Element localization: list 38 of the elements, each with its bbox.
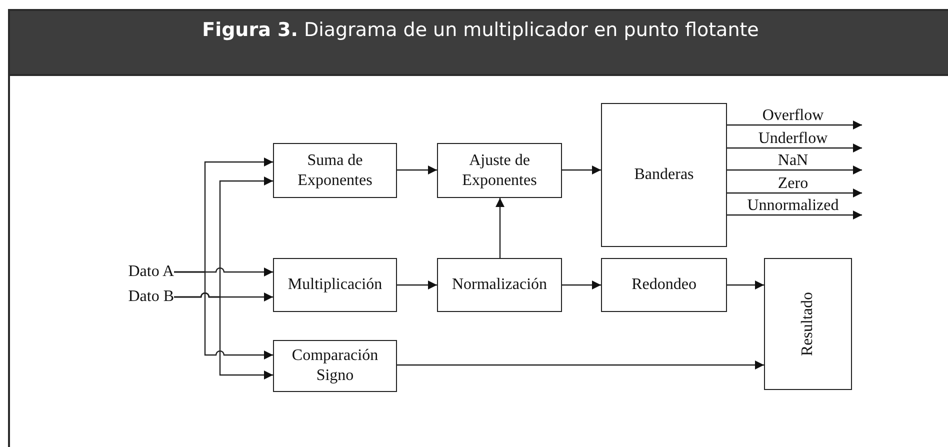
process-box [437,143,562,198]
arrow [397,360,764,370]
edge-label: Overflow [762,107,824,125]
input-label: Dato A [128,262,174,282]
edge-label: Underflow [758,130,828,148]
arrow [727,210,862,220]
arrow [562,166,601,174]
edge-label: NaN [778,152,808,170]
input-label: Dato B [128,287,174,307]
box-label: Suma de Exponentes [296,150,374,190]
arrow [174,271,273,360]
process-box [601,258,727,312]
process-box [273,340,397,392]
process-box [437,258,562,312]
arrow [727,144,862,152]
box-label: Comparación Signo [290,346,380,386]
arrow [397,280,437,290]
box-label: Banderas [634,165,694,185]
arrow [496,198,504,258]
box-label: Multiplicación [288,275,382,295]
edge-label: Unnormalized [747,197,839,215]
process-box [764,258,852,390]
box-label: Redondeo [632,275,696,295]
edge-label: Zero [778,175,808,193]
process-box [273,258,397,312]
arrow [727,280,764,290]
arrow [397,166,437,174]
box-label: Ajuste de Exponentes [461,150,538,190]
title: Figura 3. Diagrama de un multiplicador en punto flotante [202,18,759,42]
arrow [727,188,862,198]
box-label: Resultado [798,292,817,356]
box-label: Normalización [452,275,548,295]
arrow [727,120,862,130]
arrow [727,166,862,174]
process-box [601,103,727,247]
arrow [174,292,273,380]
process-box [273,143,397,198]
arrow [562,280,601,290]
